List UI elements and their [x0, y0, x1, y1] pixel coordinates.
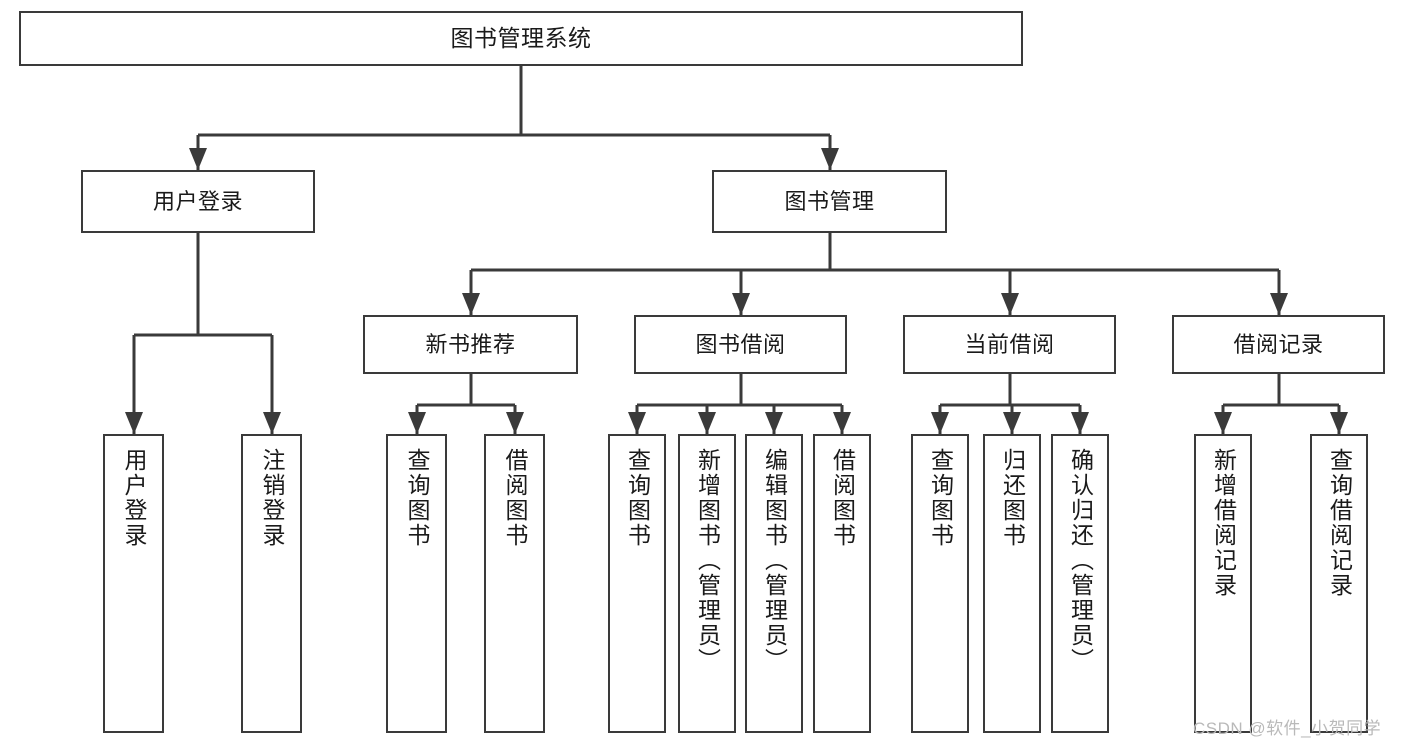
node-l4_9[interactable]: 归还图书: [983, 434, 1041, 733]
node-l4_5[interactable]: 新增图书（管理员）: [678, 434, 736, 733]
edge-arrowhead: [1214, 412, 1232, 434]
edge-arrowhead: [765, 412, 783, 434]
node-label: 新增图书（管理员）: [694, 448, 721, 673]
watermark: CSDN @软件_小贺同学: [1193, 719, 1382, 738]
node-l4_0[interactable]: 用户登录: [103, 434, 164, 733]
edge-arrowhead: [833, 412, 851, 434]
node-l2_0[interactable]: 用户登录: [81, 170, 315, 233]
node-l4_6[interactable]: 编辑图书（管理员）: [745, 434, 803, 733]
node-label: 借阅图书: [829, 448, 856, 548]
edge-arrowhead: [462, 293, 480, 315]
edge-arrowhead: [1071, 412, 1089, 434]
node-l3_2[interactable]: 当前借阅: [903, 315, 1116, 374]
node-label: 注销登录: [259, 448, 285, 548]
node-label: 查询图书: [404, 448, 430, 548]
edge-arrowhead: [408, 412, 426, 434]
edge-arrowhead: [732, 293, 750, 315]
node-l3_0[interactable]: 新书推荐: [363, 315, 578, 374]
edge-arrowhead: [931, 412, 949, 434]
edge-arrowhead: [821, 148, 839, 170]
node-label: 新增借阅记录: [1210, 448, 1237, 598]
node-l4_7[interactable]: 借阅图书: [813, 434, 871, 733]
node-label: 借阅记录: [1233, 331, 1324, 357]
node-label: 查询图书: [624, 448, 651, 548]
edge-arrowhead: [1330, 412, 1348, 434]
node-label: 图书管理系统: [450, 25, 592, 52]
node-label: 图书管理: [784, 188, 875, 214]
node-l4_10[interactable]: 确认归还（管理员）: [1051, 434, 1109, 733]
node-root[interactable]: 图书管理系统: [19, 11, 1023, 66]
node-label: 用户登录: [121, 448, 147, 548]
node-label: 新书推荐: [425, 331, 516, 357]
node-l4_4[interactable]: 查询图书: [608, 434, 666, 733]
edge-arrowhead: [1003, 412, 1021, 434]
node-label: 查询借阅记录: [1326, 448, 1353, 598]
node-l4_8[interactable]: 查询图书: [911, 434, 969, 733]
edge-arrowhead: [189, 148, 207, 170]
node-label: 当前借阅: [964, 331, 1055, 357]
edge-arrowhead: [125, 412, 143, 434]
node-label: 借阅图书: [502, 448, 528, 548]
edge-arrowhead: [506, 412, 524, 434]
node-l3_1[interactable]: 图书借阅: [634, 315, 847, 374]
node-label: 图书借阅: [695, 331, 786, 357]
node-l4_12[interactable]: 查询借阅记录: [1310, 434, 1368, 733]
node-label: 用户登录: [152, 188, 243, 214]
node-label: 确认归还（管理员）: [1067, 448, 1094, 673]
node-l2_1[interactable]: 图书管理: [712, 170, 947, 233]
node-label: 查询图书: [927, 448, 954, 548]
node-l4_11[interactable]: 新增借阅记录: [1194, 434, 1252, 733]
node-label: 归还图书: [999, 448, 1026, 548]
edge-arrowhead: [698, 412, 716, 434]
node-l4_3[interactable]: 借阅图书: [484, 434, 545, 733]
node-label: 编辑图书（管理员）: [761, 448, 788, 673]
node-l4_2[interactable]: 查询图书: [386, 434, 447, 733]
node-l3_3[interactable]: 借阅记录: [1172, 315, 1385, 374]
edge-arrowhead: [1001, 293, 1019, 315]
node-l4_1[interactable]: 注销登录: [241, 434, 302, 733]
edge-arrowhead: [628, 412, 646, 434]
edge-arrowhead: [1270, 293, 1288, 315]
edge-arrowhead: [263, 412, 281, 434]
